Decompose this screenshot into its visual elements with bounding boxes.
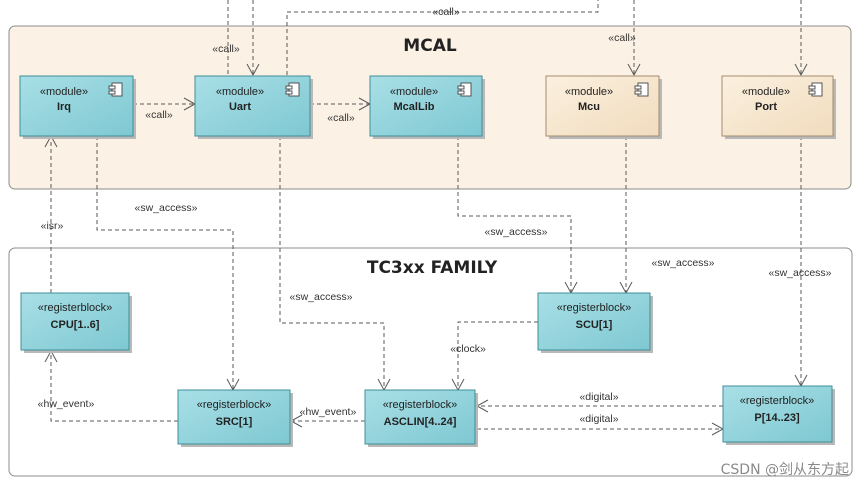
module-stereotype: «module»	[390, 86, 438, 98]
registerblock-name: ASCLIN[4..24]	[384, 416, 457, 428]
module-stereotype: «module»	[40, 86, 88, 98]
registerblock-stereotype: «registerblock»	[740, 395, 815, 407]
component-icon	[808, 82, 823, 97]
module-name: Irq	[57, 101, 71, 113]
package-mcal-title: MCAL	[403, 36, 457, 56]
module-name: Mcu	[578, 101, 600, 113]
module-name: Uart	[229, 101, 251, 113]
arrowhead	[246, 63, 260, 77]
registerblock-stereotype: «registerblock»	[557, 302, 632, 314]
edge-labels: «call» «call» «call» «call» «call» «sw_a…	[38, 6, 832, 425]
registerblock-name: SCU[1]	[576, 319, 613, 331]
label-clock: «clock»	[450, 343, 486, 355]
registerblock-src[interactable]: «registerblock» SRC[1]	[177, 389, 293, 447]
module-uart[interactable]: «module» Uart	[194, 75, 313, 139]
registerblock-p[interactable]: «registerblock» P[14..23]	[722, 385, 835, 445]
component-icon	[108, 82, 123, 97]
component-icon	[634, 82, 649, 97]
edge-irq-src	[96, 136, 234, 390]
edge-src-cpu	[50, 351, 178, 422]
watermark-text: CSDN @剑从东方起	[721, 462, 849, 478]
label-sw-access-mcallib: «sw_access»	[484, 226, 547, 238]
component-icon	[285, 82, 300, 97]
registerblock-asclin[interactable]: «registerblock» ASCLIN[4..24]	[364, 389, 478, 447]
module-stereotype: «module»	[565, 86, 613, 98]
label-call-irq-uart: «call»	[145, 109, 173, 121]
connectors	[44, 0, 808, 436]
registerblock-stereotype: «registerblock»	[38, 302, 113, 314]
label-sw-access-uart: «sw_access»	[289, 291, 352, 303]
arrowhead	[627, 63, 641, 77]
package-tc3xx-title: TC3xx FAMILY	[367, 258, 498, 278]
registerblock-name: CPU[1..6]	[51, 319, 100, 331]
edge-mcallib-scu	[457, 136, 572, 293]
arrowhead	[794, 63, 808, 77]
module-port[interactable]: «module» Port	[721, 75, 836, 139]
label-sw-access-mcu: «sw_access»	[651, 257, 714, 269]
module-mcallib[interactable]: «module» McalLib	[369, 75, 485, 139]
edge-scu-asclin	[457, 321, 538, 390]
label-sw-access-irq: «sw_access»	[134, 202, 197, 214]
registerblock-name: SRC[1]	[216, 416, 253, 428]
module-irq[interactable]: «module» Irq	[19, 75, 136, 139]
module-name: McalLib	[394, 101, 435, 113]
label-hw-event-src: «hw_event»	[300, 406, 357, 418]
label-call-top: «call»	[432, 6, 460, 18]
label-call-uart-mcallib: «call»	[327, 112, 355, 124]
edge-call-top	[286, 0, 599, 75]
label-digital-out: «digital»	[579, 413, 618, 425]
label-digital-in: «digital»	[579, 391, 618, 403]
registerblock-stereotype: «registerblock»	[383, 399, 458, 411]
module-name: Port	[755, 101, 777, 113]
module-stereotype: «module»	[742, 86, 790, 98]
registerblock-scu[interactable]: «registerblock» SCU[1]	[537, 292, 653, 353]
registerblock-name: P[14..23]	[754, 412, 800, 424]
registerblock-stereotype: «registerblock»	[197, 399, 272, 411]
label-sw-access-port: «sw_access»	[768, 267, 831, 279]
label-call-uart: «call»	[212, 43, 240, 55]
module-mcu[interactable]: «module» Mcu	[545, 75, 662, 139]
label-isr: «isr»	[41, 220, 64, 232]
module-stereotype: «module»	[216, 86, 264, 98]
registerblock-cpu[interactable]: «registerblock» CPU[1..6]	[20, 292, 132, 353]
component-icon	[457, 82, 472, 97]
label-hw-event-cpu: «hw_event»	[38, 398, 95, 410]
edge-uart-asclin	[279, 136, 385, 390]
label-call-mcu: «call»	[608, 32, 636, 44]
